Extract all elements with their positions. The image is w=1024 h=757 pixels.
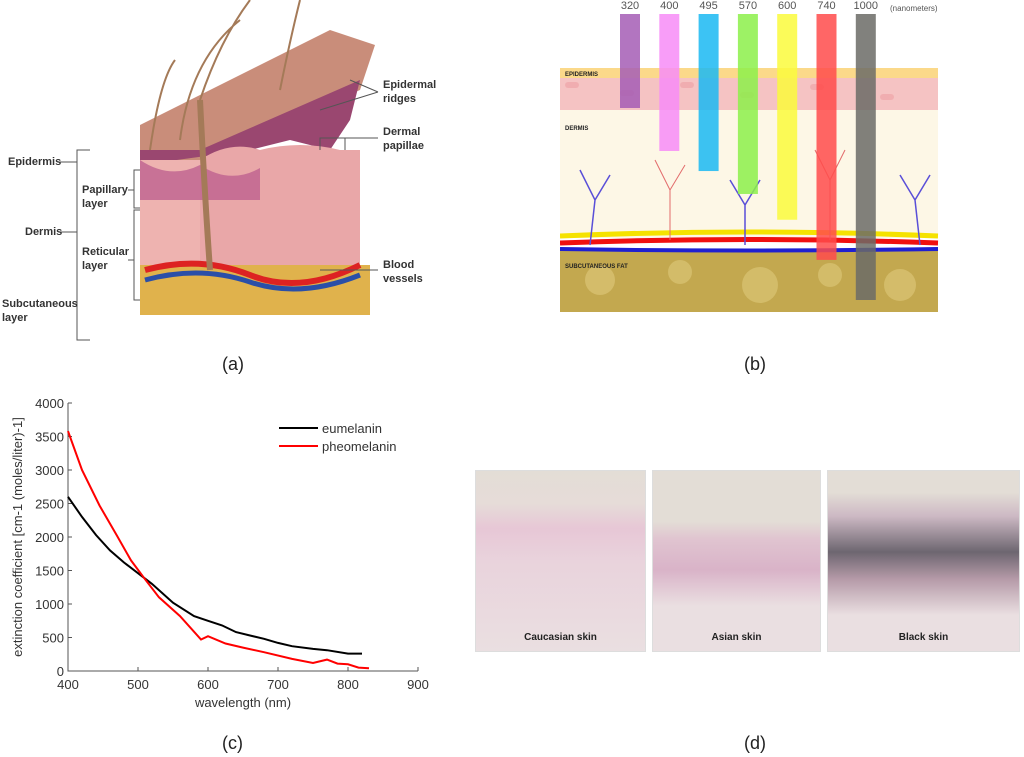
layer-label-fat: SUBCUTANEOUS FAT [565,264,628,270]
layer-label-dermis: DERMIS [565,126,589,132]
caption-c: (c) [222,733,243,753]
caption-b: (b) [744,354,766,374]
y-tick-label: 1000 [35,597,64,612]
unit-label: (nanometers) [890,4,938,13]
wavelength-label: 495 [699,0,718,12]
wavelength-label: 400 [660,0,679,12]
x-tick-label: 500 [127,677,149,692]
panel-b: 320 400 495 570 600 740 1000 (nanometers) EPID… [560,0,950,380]
x-tick-label: 800 [337,677,359,692]
y-tick-label: 1500 [35,564,64,579]
label-papillary-layer: Papillary layer [82,184,128,210]
label-blood-vessels: Blood vessels [383,259,423,285]
label-dermis: Dermis [25,226,63,238]
y-tick-label: 0 [57,664,64,679]
label-subcutaneous-layer: Subcutaneous layer [2,298,78,324]
series-line-eumelanin [67,496,362,655]
x-axis-label: wavelength (nm) [194,695,291,710]
image-label: Caucasian skin [524,632,597,643]
histology-image-black: Black skin [827,470,1020,652]
extinction-coefficient-chart: 400 500 600 700 800 900 0 500 1000 1500 2000 2500 30… [10,396,429,710]
wavelength-bar-320 [620,14,640,108]
panel-a: Epidermis Papillary layer Dermis Reticul… [0,0,460,380]
histology-image-asian: Asian skin [652,470,821,652]
y-tick-label: 500 [42,631,64,646]
wavelength-label: 570 [738,0,758,12]
y-tick-label: 4000 [35,396,64,411]
y-axis-label: extinction coefficient [cm-1 (moles/lite… [10,417,25,657]
panel-c: 400 500 600 700 800 900 0 500 1000 1500 2000 2500 30… [0,390,460,757]
skin-layers-diagram [560,14,939,312]
wavelength-bar-495 [698,14,719,172]
y-tick-label: 3500 [35,430,64,445]
x-tick-label: 400 [57,677,79,692]
image-label: Asian skin [711,632,762,643]
x-tick-label: 900 [407,677,429,692]
label-epidermis: Epidermis [8,156,62,168]
wavelength-bar-400 [659,14,680,151]
y-tick-label: 2500 [35,497,64,512]
caption-a: (a) [222,354,244,374]
wavelength-label: 600 [778,0,797,12]
series-line-pheomelanin [67,430,370,670]
legend-label-eumelanin: eumelanin [322,421,382,436]
legend-label-pheomelanin: pheomelanin [322,439,396,454]
image-label: Black skin [898,632,949,643]
y-tick-label: 3000 [35,463,64,478]
label-dermal-papillae: Dermal papillae [383,126,424,152]
x-tick-label: 700 [267,677,289,692]
wavelength-bar-740 [816,14,837,260]
wavelength-label: 740 [817,0,836,12]
caption-d: (d) [744,733,766,753]
wavelength-label: 320 [620,0,640,12]
wavelength-label: 1000 [853,0,879,12]
layer-label-epidermis: EPIDERMIS [565,72,599,78]
histology-image-caucasian: Caucasian skin [475,470,646,652]
label-reticular-layer: Reticular layer [82,246,130,272]
wavelength-bar-1000 [855,14,876,300]
y-tick-label: 2000 [35,530,64,545]
label-epidermal-ridges: Epidermal ridges [383,79,437,105]
wavelength-bar-600 [777,14,798,220]
x-tick-label: 600 [197,677,219,692]
skin-cross-section-illustration [60,0,379,341]
wavelength-bar-570 [737,14,758,194]
